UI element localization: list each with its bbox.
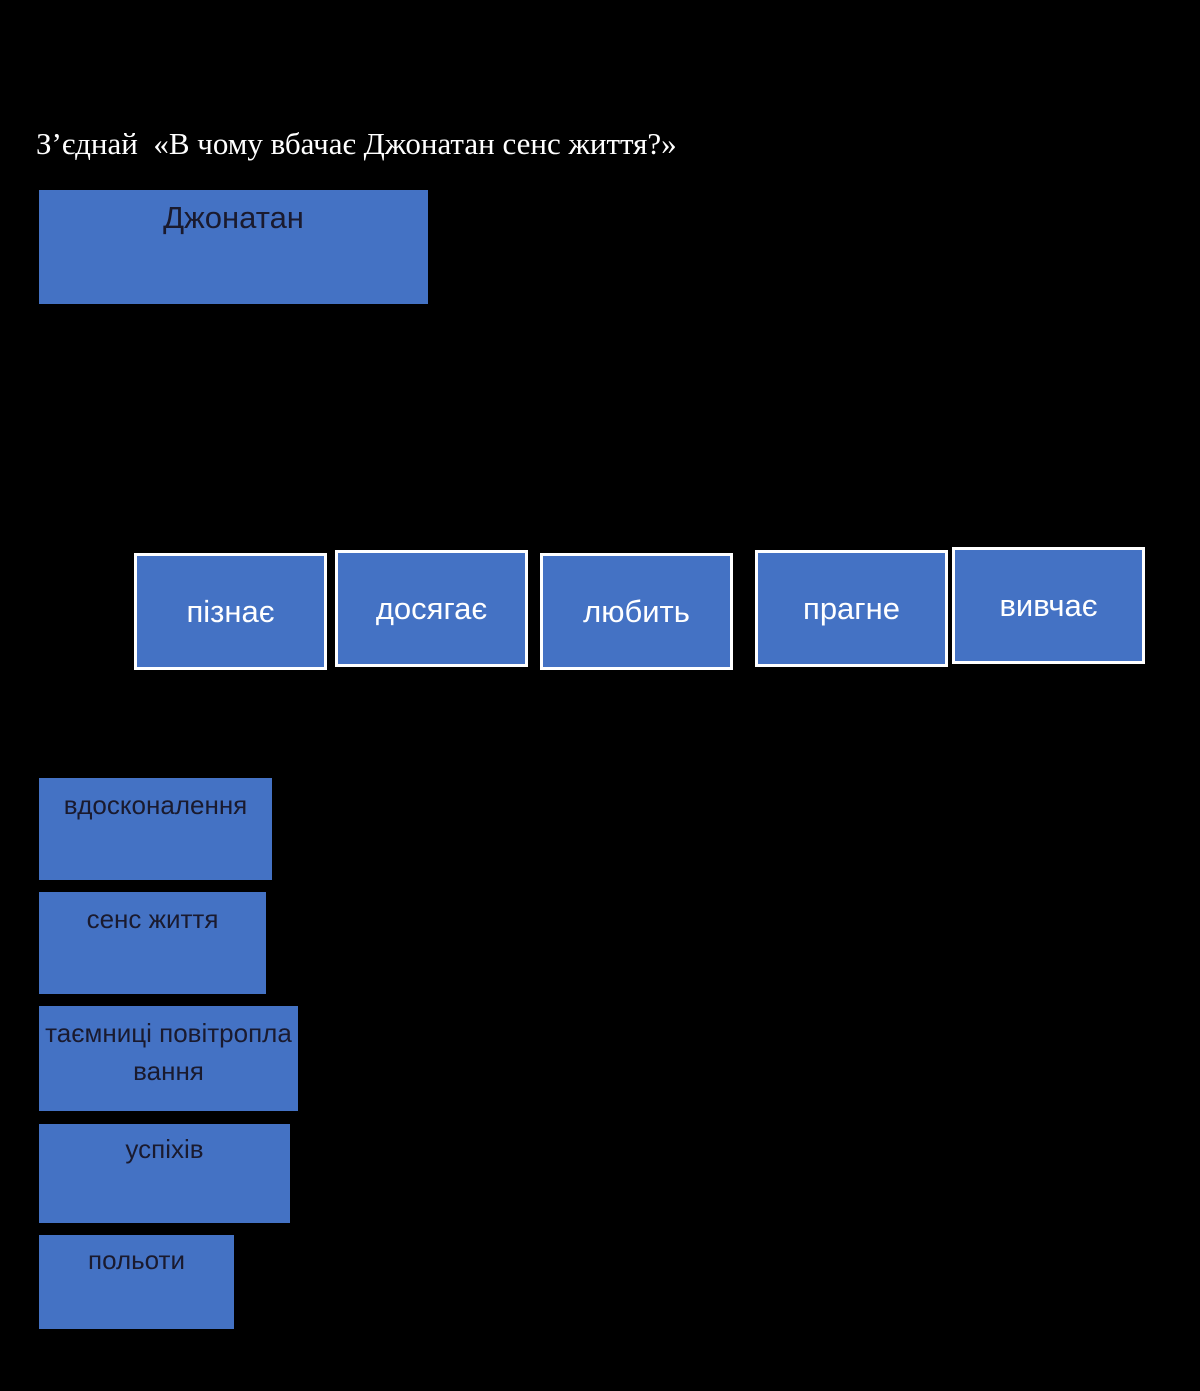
noun-card[interactable]: таємниці повітроплавання bbox=[39, 1006, 298, 1111]
verb-card[interactable]: вивчає bbox=[952, 547, 1145, 664]
task-title: З’єднай «В чому вбачає Джонатан сенс жит… bbox=[36, 126, 677, 161]
verb-card[interactable]: пізнає bbox=[134, 553, 327, 670]
subject-card[interactable]: Джонатан bbox=[39, 190, 428, 304]
noun-card[interactable]: успіхів bbox=[39, 1124, 290, 1223]
verb-card[interactable]: досягає bbox=[335, 550, 528, 667]
verb-card[interactable]: прагне bbox=[755, 550, 948, 667]
verb-card[interactable]: любить bbox=[540, 553, 733, 670]
noun-card[interactable]: сенс життя bbox=[39, 892, 266, 994]
noun-card[interactable]: вдосконалення bbox=[39, 778, 272, 880]
noun-card[interactable]: польоти bbox=[39, 1235, 234, 1329]
